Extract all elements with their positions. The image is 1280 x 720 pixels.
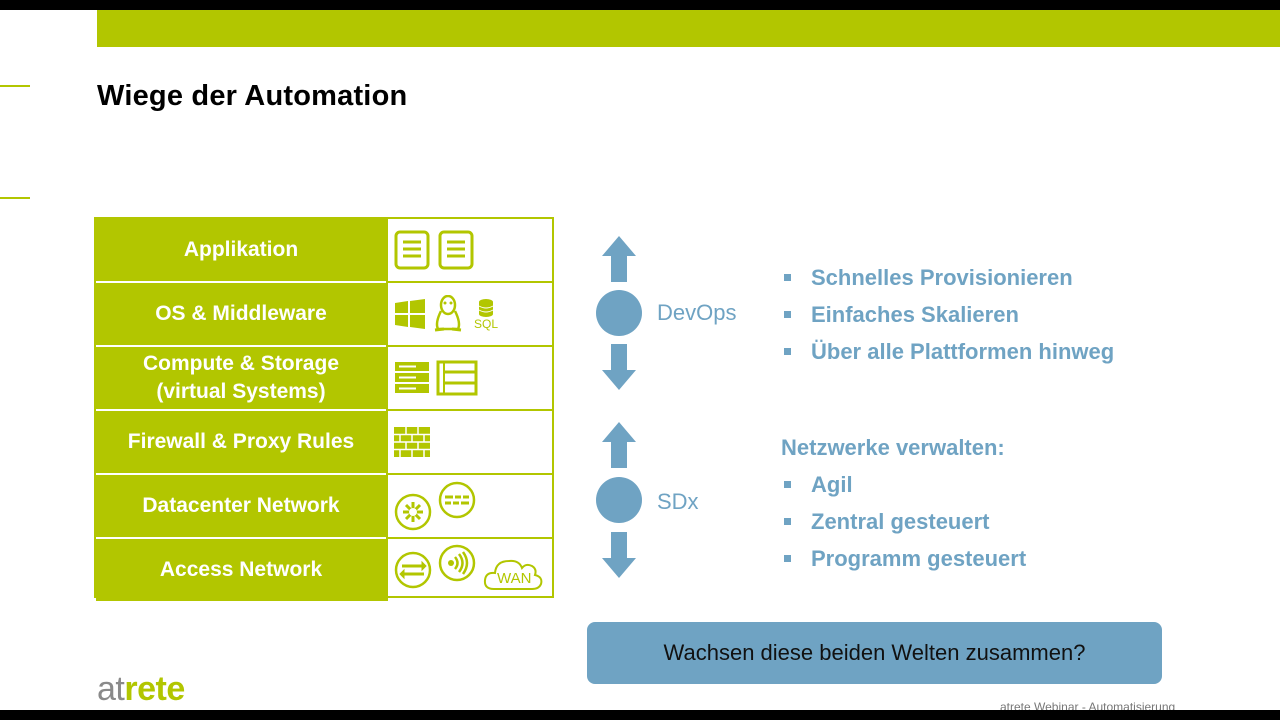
row-divider-white — [96, 537, 386, 539]
devops-node — [596, 290, 642, 336]
slide: Wiege der Automation Applikation — [0, 10, 1280, 710]
stack-row-label: Datacenter Network — [96, 475, 386, 537]
stack-row-icons — [386, 411, 552, 473]
logo-part-2: rete — [124, 670, 185, 708]
bullet-item: Zentral gesteuert — [781, 503, 1026, 540]
document-icon — [438, 230, 474, 270]
stack-row-label: Compute & Storage (virtual Systems) — [96, 347, 386, 409]
atrete-logo: atrete — [97, 670, 185, 709]
row-divider-white — [96, 281, 386, 283]
stack-row-datacenter: Datacenter Network — [96, 475, 552, 537]
stack-row-icons — [386, 347, 552, 409]
server-icon — [395, 362, 429, 393]
arrow-down-icon — [602, 532, 636, 578]
linux-icon — [434, 295, 462, 332]
stack-row-label: OS & Middleware — [96, 283, 386, 345]
stack-row-compute: Compute & Storage (virtual Systems) — [96, 347, 552, 409]
devops-label: DevOps — [657, 300, 737, 325]
windows-icon — [395, 299, 425, 329]
wan-cloud-icon: WAN — [482, 553, 544, 593]
sql-label: SQL — [474, 317, 499, 331]
stack-row-access: Access Network — [96, 539, 552, 601]
sql-database-icon: SQL — [474, 298, 498, 330]
logo-part-1: at — [97, 670, 125, 708]
slide-title: Wiege der Automation — [97, 80, 408, 112]
document-icon — [394, 230, 430, 270]
arrow-down-icon — [602, 344, 636, 390]
switch-icon — [438, 481, 476, 519]
bullet-item: Programm gesteuert — [781, 540, 1026, 577]
bullet-item: Schnelles Provisionieren — [781, 259, 1114, 296]
arrow-up-icon — [602, 422, 636, 468]
bullet-item: Agil — [781, 466, 1026, 503]
stack-row-label: Applikation — [96, 219, 386, 281]
stack-row-application: Applikation — [96, 219, 552, 281]
stack-row-firewall: Firewall & Proxy Rules — [96, 411, 552, 473]
wireless-icon — [438, 544, 476, 582]
sdx-label: SDx — [657, 489, 699, 514]
devops-bullet-list: Schnelles Provisionieren Einfaches Skali… — [781, 259, 1114, 370]
bullet-item: Einfaches Skalieren — [781, 296, 1114, 333]
stack-row-icons — [386, 219, 552, 281]
question-box: Wachsen diese beiden Welten zusammen? — [587, 622, 1162, 684]
automation-stack: Applikation OS & Middleware — [94, 217, 554, 601]
switch-icon — [394, 551, 432, 589]
core-switch-icon — [394, 493, 432, 531]
sdx-node — [596, 477, 642, 523]
stack-row-icons: WAN — [386, 539, 552, 601]
row-divider-white — [96, 409, 386, 411]
sdx-bullet-list: Netzwerke verwalten: Agil Zentral gesteu… — [781, 429, 1026, 577]
sdx-heading: Netzwerke verwalten: — [781, 435, 1005, 460]
wan-label: WAN — [497, 570, 532, 587]
stack-row-icons: SQL — [386, 283, 552, 345]
stack-row-label: Firewall & Proxy Rules — [96, 411, 386, 473]
footer-text: atrete Webinar - Automatisierung — [1000, 700, 1176, 710]
side-mark-top — [0, 85, 30, 87]
side-mark-bottom — [0, 197, 30, 199]
arrow-up-icon — [602, 236, 636, 282]
top-accent-bar — [97, 10, 1280, 47]
stack-row-icons — [386, 475, 552, 537]
row-divider-white — [96, 473, 386, 475]
firewall-icon — [394, 427, 430, 457]
stack-row-label: Access Network — [96, 539, 386, 601]
stack-row-os: OS & Middleware — [96, 283, 552, 345]
storage-icon — [436, 360, 478, 396]
bullet-item: Über alle Plattformen hinweg — [781, 333, 1114, 370]
row-divider-white — [96, 345, 386, 347]
